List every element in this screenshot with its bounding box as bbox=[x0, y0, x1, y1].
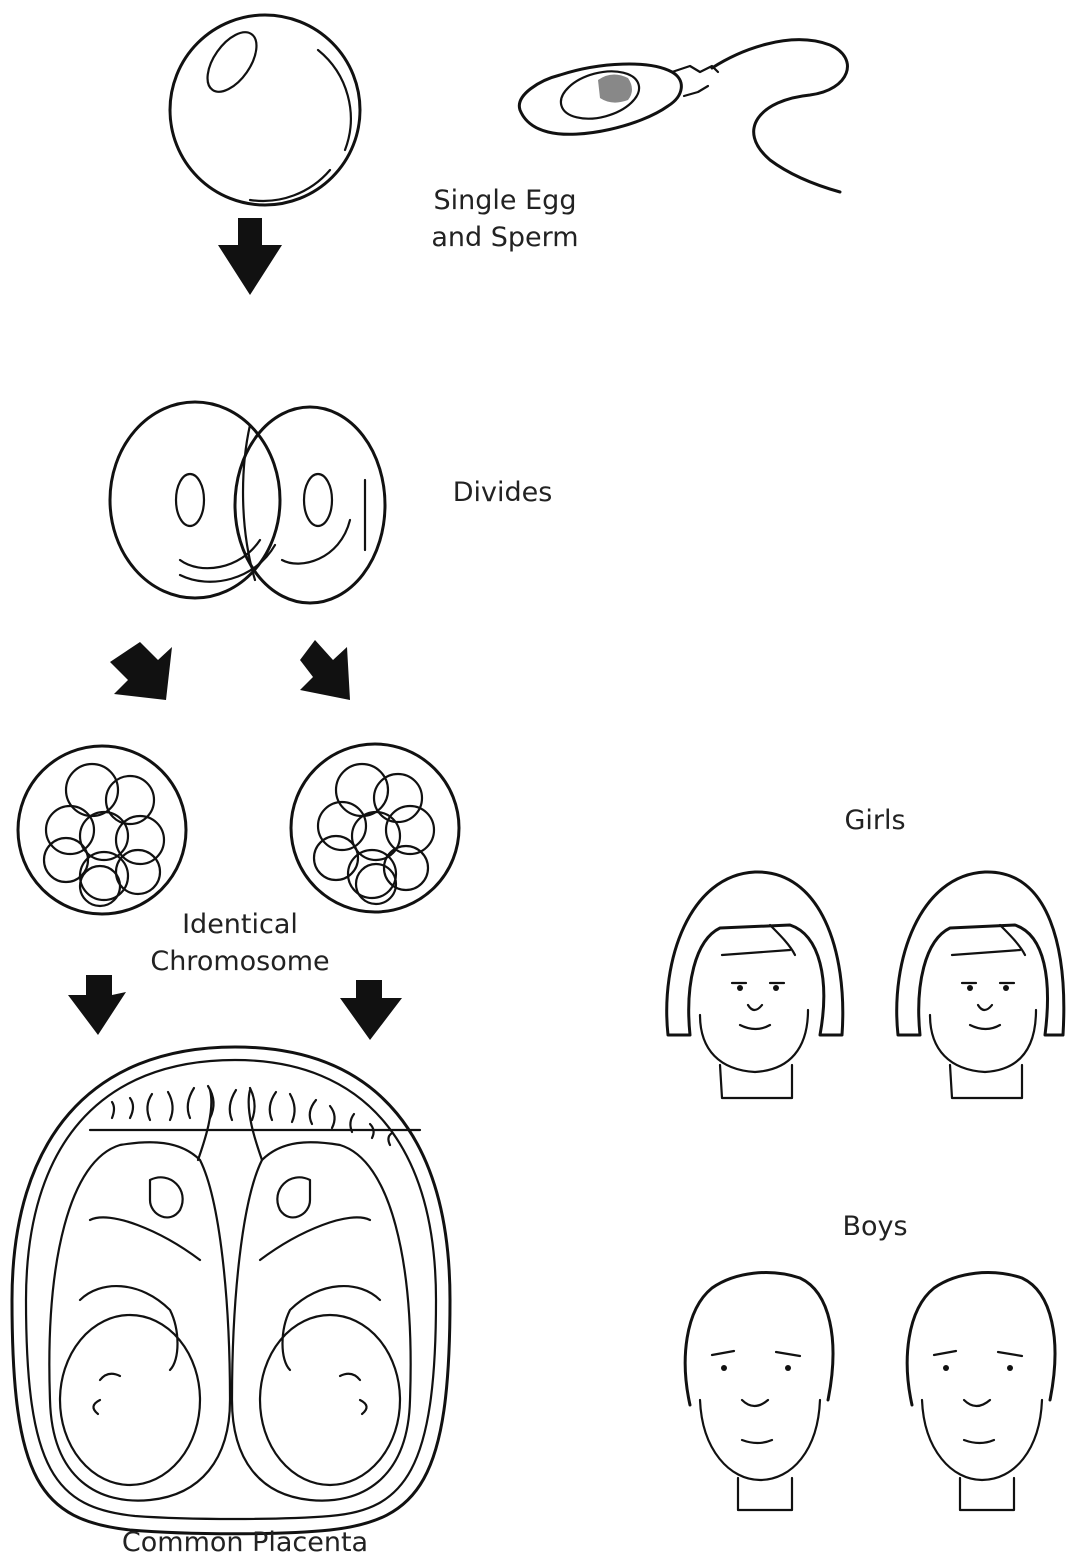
girl-face-icon bbox=[895, 870, 1066, 1100]
identical-chromosome-label: Identical Chromosome bbox=[150, 909, 330, 977]
twins-in-womb-icon bbox=[10, 1045, 452, 1536]
girls-label: Girls bbox=[844, 805, 906, 836]
common-placenta-label: Common Placenta bbox=[121, 1527, 369, 1556]
down-arrow-icon bbox=[218, 218, 282, 295]
down-arrow-icon bbox=[68, 975, 126, 1035]
girl-face-icon bbox=[665, 870, 845, 1100]
boy-face-icon bbox=[905, 1271, 1057, 1512]
dividing-cell-icon bbox=[108, 400, 387, 605]
boy-face-icon bbox=[683, 1271, 835, 1512]
down-arrow-icon bbox=[340, 980, 402, 1040]
egg-sperm-label: Single Egg and Sperm bbox=[431, 185, 579, 253]
divides-label: Divides bbox=[452, 477, 553, 508]
down-arrow-icon bbox=[300, 640, 350, 700]
down-arrow-icon bbox=[110, 642, 172, 700]
sperm-cell-icon bbox=[517, 38, 849, 194]
boys-label: Boys bbox=[842, 1211, 908, 1242]
morula-cluster-icon bbox=[16, 744, 188, 916]
morula-cluster-icon bbox=[289, 742, 461, 914]
egg-cell-icon bbox=[168, 13, 362, 207]
